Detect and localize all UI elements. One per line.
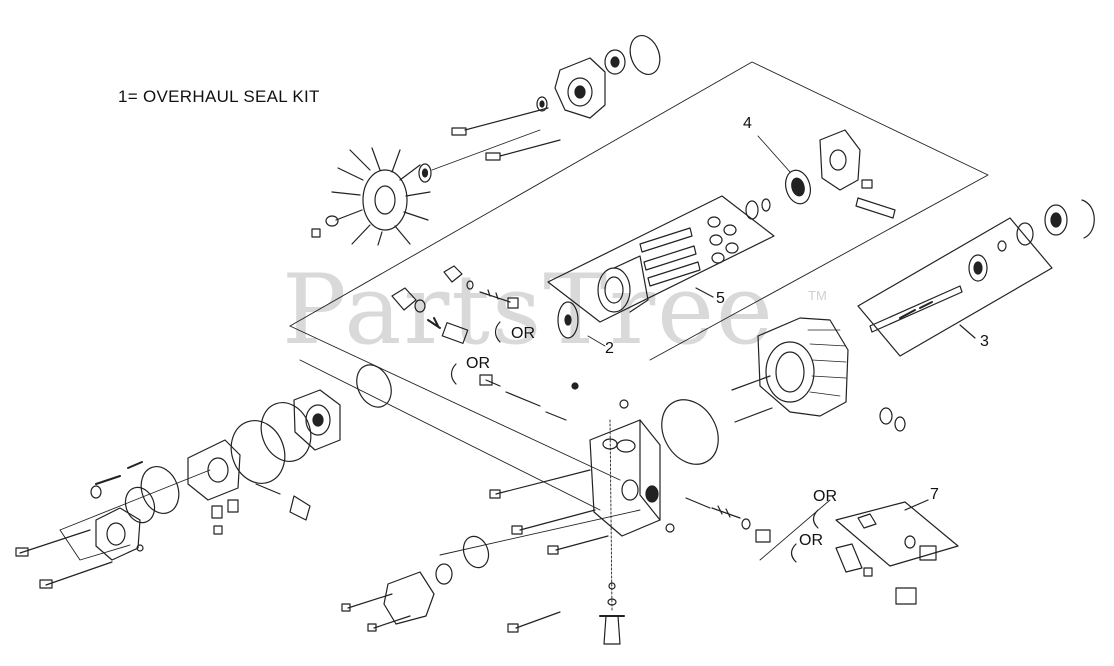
seal-4-assembly [745, 129, 896, 220]
left-plate-stack [15, 364, 392, 589]
leader-lines [59, 61, 989, 611]
pump-housing [731, 317, 906, 432]
callout-4: 4 [743, 115, 752, 132]
or-label: OR [813, 488, 837, 505]
diagram-title: 1= OVERHAUL SEAL KIT [118, 87, 320, 106]
left-valve-parts [391, 265, 579, 421]
kit-3-parts [869, 199, 1095, 333]
kit-5-parts [557, 216, 739, 339]
kit-3-box [857, 217, 1053, 357]
or-label: OR [799, 532, 823, 549]
or-indicator-marks [450, 321, 819, 563]
right-side-parts [665, 497, 937, 605]
kit-5-box [547, 195, 775, 323]
watermark-trademark: TM [808, 288, 827, 303]
callout-5: 5 [716, 290, 725, 307]
bottom-parts [341, 469, 625, 645]
callout-7: 7 [930, 486, 939, 503]
watermark-text: PartsTree [282, 254, 775, 366]
watermark: PartsTree [282, 262, 775, 358]
top-cover-assembly [418, 35, 661, 183]
or-label: OR [466, 355, 490, 372]
callout-leaders [587, 135, 791, 347]
cooling-fan [311, 147, 431, 246]
or-label: OR [511, 325, 535, 342]
center-block [589, 399, 719, 537]
kit-7-box [835, 499, 959, 567]
callout-2: 2 [605, 340, 614, 357]
callout-3: 3 [980, 333, 989, 350]
